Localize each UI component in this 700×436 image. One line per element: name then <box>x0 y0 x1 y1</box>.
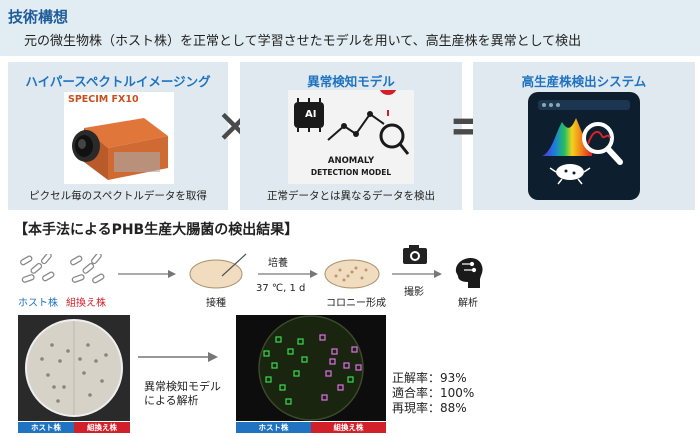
panel-hyperspectral: ハイパースペクトルイメージング SPECIM FX10 ピクセル毎のスペクトルデ… <box>8 62 228 210</box>
panel-hyperspectral-title: ハイパースペクトルイメージング <box>25 74 211 89</box>
flow-arrow-2 <box>258 270 318 278</box>
culture-label: 培養 <box>268 258 288 269</box>
anomaly-graph-icon <box>294 90 410 155</box>
plate-photo-before <box>18 315 130 421</box>
plate-after-host-bar: ホスト株 <box>236 422 311 433</box>
panel-hyperspectral-caption: ピクセル毎のスペクトルデータを取得 <box>29 190 207 202</box>
analysis-method-label-1: 異常検知モデル <box>144 380 221 393</box>
plate-before-rec-bar: 組換え株 <box>74 422 130 433</box>
results-section-title: 【本手法によるPHB生産大腸菌の検出結果】 <box>14 222 299 238</box>
recall-metric: 再現率：88% <box>392 401 467 415</box>
bacteria-icons <box>20 254 105 284</box>
plate-before-host-bar: ホスト株 <box>18 422 74 433</box>
host-strain-label: ホスト株 <box>18 298 58 309</box>
culture-condition: 37 ℃, 1 d <box>256 283 306 294</box>
anomaly-label-1: ANOMALY <box>327 156 375 166</box>
flow-arrow-3 <box>392 270 442 278</box>
ai-chip-label: AI <box>305 109 317 120</box>
header-band <box>0 0 700 56</box>
recombinant-strain-label: 組換え株 <box>66 298 106 309</box>
header-description: 元の微生物株（ホスト株）を正常として学習させたモデルを用いて、高生産株を異常とし… <box>24 34 582 49</box>
camera-image: SPECIM FX10 <box>64 92 174 184</box>
panel-anomaly-model: 異常検知モデル AI ANOMALY DETECTION MODEL 正常データ… <box>240 62 462 210</box>
analysis-label: 解析 <box>458 298 478 309</box>
camera-brand: SPECIM FX10 <box>68 94 139 105</box>
anomaly-model-image: AI ANOMALY DETECTION MODEL <box>288 90 414 184</box>
panel-detection-system: 高生産株検出システム <box>473 62 695 210</box>
camera-icon <box>403 245 427 264</box>
header-title: 技術構想 <box>8 8 69 26</box>
brain-head-icon <box>455 258 483 288</box>
analysis-method-label-2: による解析 <box>144 394 199 407</box>
panel-detection-title: 高生産株検出システム <box>521 74 647 89</box>
photo-label: 撮影 <box>404 287 424 298</box>
plate-after-rec-bar: 組換え株 <box>311 422 386 433</box>
colony-label: コロニー形成 <box>326 298 386 309</box>
inoculation-plate-icon <box>189 253 247 289</box>
precision-metric: 適合率：100% <box>392 386 475 400</box>
colony-plate-icon <box>324 259 380 289</box>
metrics-block: 正解率：93% 適合率：100% 再現率：88% <box>392 371 474 416</box>
petri-dish-before <box>25 319 123 417</box>
panel-anomaly-title: 異常検知モデル <box>307 74 395 89</box>
analysis-arrow <box>138 352 218 362</box>
inoculation-label: 接種 <box>206 298 226 309</box>
flow-arrow-1 <box>118 270 176 278</box>
accuracy-metric: 正解率：93% <box>392 371 467 385</box>
anomaly-label-2: DETECTION MODEL <box>310 168 392 177</box>
spectrum-magnifier-icon <box>538 100 630 185</box>
plate-photo-after <box>236 315 386 421</box>
detection-app-icon <box>528 92 640 200</box>
plate-before-bar: ホスト株 組換え株 <box>18 422 130 433</box>
panel-anomaly-caption: 正常データとは異なるデータを検出 <box>267 190 435 202</box>
petri-dish-after <box>258 315 364 421</box>
camera-icon <box>72 118 168 180</box>
plate-after-bar: ホスト株 組換え株 <box>236 422 386 433</box>
